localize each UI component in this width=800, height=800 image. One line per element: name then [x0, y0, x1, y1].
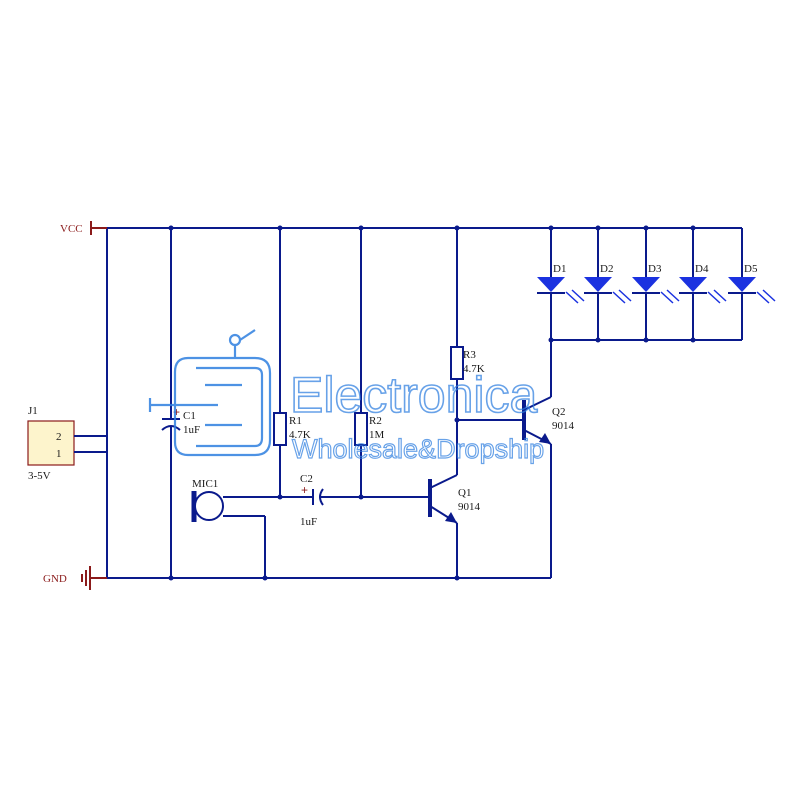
- transistor-q2: Q2 9014: [518, 340, 575, 578]
- gnd-symbol: GND: [43, 566, 107, 590]
- gnd-label: GND: [43, 573, 67, 585]
- r3-value: 4.7K: [463, 363, 485, 375]
- d2-label: D2: [600, 263, 613, 275]
- q2-ref: Q2: [552, 406, 565, 418]
- vcc-label: VCC: [60, 223, 83, 235]
- watermark-title: Electronica: [290, 367, 538, 423]
- vcc-symbol: VCC: [60, 221, 107, 235]
- c1-plus: +: [173, 405, 180, 419]
- d5-label: D5: [744, 263, 758, 275]
- microphone-mic1: MIC1: [191, 478, 280, 578]
- j1-ref: J1: [28, 405, 38, 417]
- connector-j1: J1 2 1 3-5V: [27, 405, 107, 482]
- watermark-subtitle: Wholesale&Dropship: [292, 434, 544, 464]
- watermark-logo-icon: [148, 329, 272, 457]
- led-d2: D2: [584, 228, 632, 340]
- q1-value: 9014: [458, 501, 481, 513]
- c1-ref: C1: [183, 410, 196, 422]
- c2-ref: C2: [300, 473, 313, 485]
- r2-value: 1M: [369, 429, 385, 441]
- led-array: D1 D2 D3 D4: [537, 228, 776, 341]
- resistor-r3: R3 4.7K: [450, 228, 485, 475]
- d4-label: D4: [695, 263, 709, 275]
- led-d5: D5: [728, 228, 776, 340]
- q1-ref: Q1: [458, 487, 471, 499]
- d3-label: D3: [648, 263, 662, 275]
- j1-pin1-label: 1: [56, 448, 62, 460]
- led-d1: D1: [537, 228, 585, 340]
- capacitor-c2: + C2 1uF: [280, 473, 424, 528]
- j1-body: [27, 420, 75, 466]
- j1-pin2-label: 2: [56, 431, 62, 443]
- q2-value: 9014: [552, 420, 575, 432]
- junction-dots: [168, 225, 696, 581]
- led-d3: D3: [632, 228, 680, 340]
- resistor-r1: R1 4.7K: [273, 228, 311, 497]
- r1-value: 4.7K: [289, 429, 311, 441]
- c2-plus: +: [301, 483, 308, 497]
- c1-value: 1uF: [183, 424, 200, 436]
- r1-ref: R1: [289, 415, 302, 427]
- transistor-q1: Q1 9014: [424, 474, 481, 578]
- r2-ref: R2: [369, 415, 382, 427]
- d1-label: D1: [553, 263, 566, 275]
- resistor-r2: R2 1M: [354, 228, 385, 497]
- watermark: Electronica Wholesale&Dropship: [148, 329, 545, 465]
- led-d4: D4: [679, 228, 727, 340]
- r3-ref: R3: [463, 349, 476, 361]
- j1-value: 3-5V: [28, 470, 51, 482]
- mic1-ref: MIC1: [192, 478, 218, 490]
- capacitor-c1: + C1 1uF: [161, 228, 200, 578]
- c2-value: 1uF: [300, 516, 317, 528]
